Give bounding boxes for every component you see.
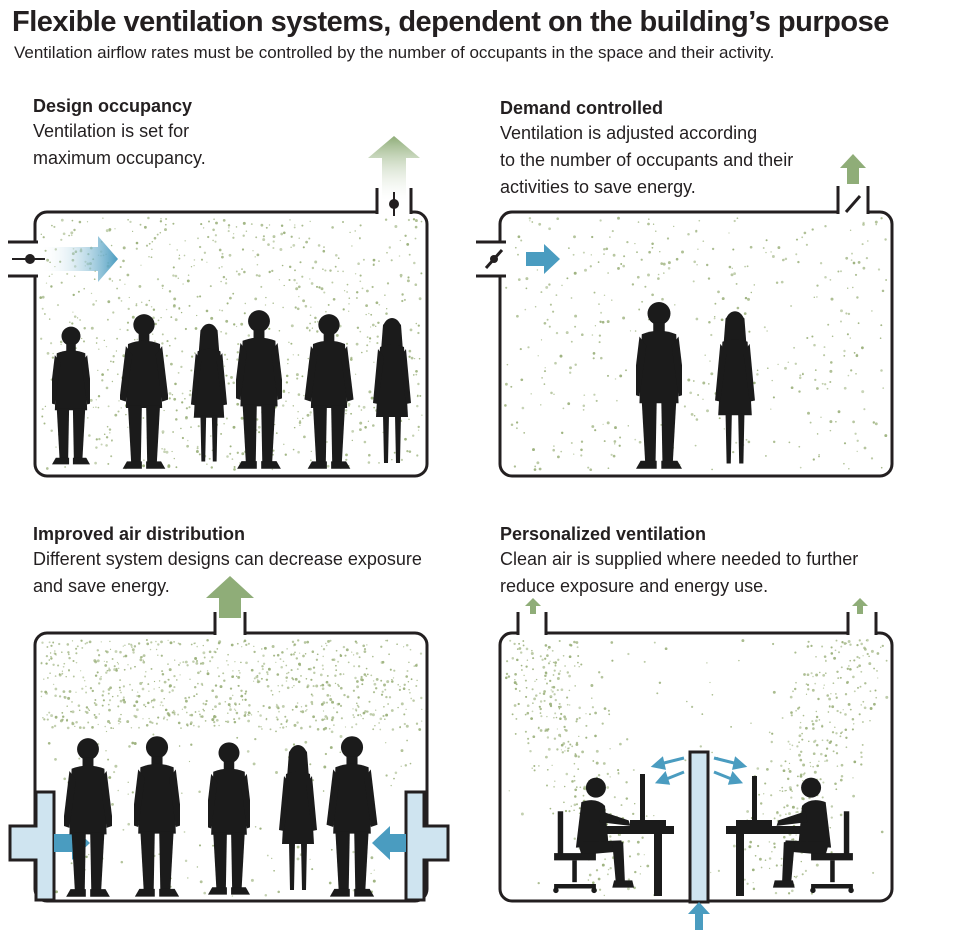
panel-title-design-occupancy: Design occupancy <box>33 96 193 116</box>
partition-supply-duct <box>688 750 710 904</box>
room-outline <box>498 210 894 478</box>
page-title: Flexible ventilation systems, dependent … <box>12 6 889 38</box>
exhaust-air-arrow-icon <box>206 576 254 618</box>
monitor-icon <box>752 776 757 822</box>
monitor-icon <box>640 774 645 822</box>
air-particles <box>40 638 423 897</box>
panel-design-occupancy <box>8 136 429 478</box>
panel-title-personalized-ventilation: Personalized ventilation <box>500 524 707 544</box>
panel-desc-design-occupancy: Ventilation is set for maximum occupancy… <box>33 121 206 168</box>
supply-air-arrow-icon <box>40 236 118 282</box>
panel-title-demand-controlled: Demand controlled <box>500 98 664 118</box>
supply-air-arrow-icon <box>372 826 406 860</box>
air-particles <box>505 638 889 897</box>
supply-air-arrow-icon <box>526 244 560 274</box>
personal-airflow-arrows <box>650 756 748 785</box>
desk-right <box>726 826 812 834</box>
panel-desc-improved-air-distribution: Different system designs can decrease ex… <box>33 549 422 596</box>
exhaust-air-arrow-icon <box>852 598 868 614</box>
exhaust-air-arrow-icon <box>525 598 541 614</box>
floor-supply-duct-right <box>404 790 450 902</box>
panel-desc-personalized-ventilation: Clean air is supplied where needed to fu… <box>500 549 859 596</box>
floor-supply-duct-left <box>8 790 56 902</box>
desk-left <box>588 826 674 834</box>
supply-air-arrow-icon <box>688 902 710 930</box>
office-workstations <box>553 774 854 896</box>
panel-title-improved-air-distribution: Improved air distribution <box>33 524 246 544</box>
panel-improved-air-distribution <box>8 576 450 903</box>
panel-desc-demand-controlled: Ventilation is adjusted according to the… <box>500 123 794 197</box>
page-subtitle: Ventilation airflow rates must be contro… <box>14 43 775 62</box>
exhaust-air-arrow-icon <box>368 136 420 200</box>
panel-personalized-ventilation <box>498 598 894 930</box>
exhaust-air-arrow-icon <box>840 154 866 184</box>
panel-demand-controlled <box>476 154 894 478</box>
damper-icon <box>844 195 862 213</box>
